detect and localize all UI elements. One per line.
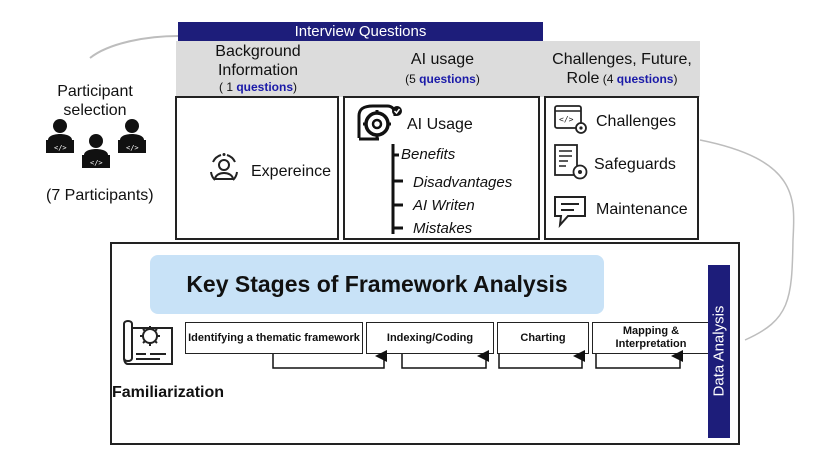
stage-mapping-interpretation: Mapping & Interpretation — [592, 322, 710, 354]
stage-charting: Charting — [497, 322, 589, 354]
participant-person-icon: </> — [82, 134, 110, 168]
challenges-box: </> Challenges Safeguards Maintenance — [544, 96, 699, 240]
ai-mistakes: Mistakes — [413, 220, 473, 237]
ai-usage-box: AI Usage Benefits Disadvantages AI Write… — [343, 96, 540, 240]
ai-benefits: Benefits — [401, 146, 456, 163]
ai-written: AI Writen — [413, 197, 475, 214]
background-column-header: Background Information ( 1 questions) — [178, 42, 338, 94]
interview-questions-header: Interview Questions — [178, 22, 543, 41]
ai-usage-heading: AI Usage — [407, 116, 473, 133]
experience-icon — [210, 153, 238, 181]
stage-arrow — [498, 350, 585, 369]
ai-disadvantages: Disadvantages — [413, 174, 513, 191]
participant-count: (7 Participants) — [46, 187, 154, 204]
familiarization-label: Familiarization — [112, 384, 225, 401]
participant-label-line1: Participant — [57, 83, 133, 100]
svg-text:</>: </> — [90, 159, 103, 167]
maintenance-label: Maintenance — [596, 201, 688, 218]
svg-text:</>: </> — [54, 144, 67, 152]
ai-usage-tree-lines — [391, 144, 403, 234]
stage-arrow — [595, 350, 683, 369]
safeguards-label: Safeguards — [594, 156, 676, 173]
background-question-count: ( 1 questions) — [218, 80, 297, 94]
stage-indexing-coding: Indexing/Coding — [366, 322, 494, 354]
stage-arrow — [401, 350, 489, 369]
chat-bubble-icon — [554, 196, 586, 228]
ai-usage-column-header: AI usage (5 questions) — [345, 50, 540, 86]
participant-label-line2: selection — [63, 102, 127, 119]
participant-person-icon: </> — [46, 119, 74, 153]
stage-arrow — [272, 350, 387, 369]
background-box: Expereince — [175, 96, 339, 240]
challenges-label: Challenges — [596, 113, 677, 130]
background-title-line1: Background — [215, 43, 301, 60]
challenges-title-line2: Role (4 questions) — [566, 70, 678, 87]
participant-person-icon: </> — [118, 119, 146, 153]
challenges-title-line1: Challenges, Future, — [552, 51, 692, 68]
challenges-column-header: Challenges, Future, Role (4 questions) — [543, 50, 701, 89]
blueprint-gear-icon — [123, 320, 173, 365]
experience-label: Expereince — [251, 163, 332, 180]
data-analysis-bar: Data Analysis — [708, 265, 730, 438]
svg-text:</>: </> — [559, 115, 574, 124]
code-window-gear-icon: </> — [554, 105, 587, 134]
ai-gear-icon — [357, 104, 402, 141]
participants-icon: </> </> </> — [46, 119, 146, 168]
participant-selection-label: Participant selection — [40, 82, 150, 120]
question-categories-band — [176, 41, 700, 97]
ai-usage-title: AI usage — [410, 51, 475, 68]
ai-usage-question-count: (5 questions) — [405, 72, 480, 86]
background-title-line2: Information — [217, 62, 299, 79]
data-analysis-label: Data Analysis — [710, 305, 728, 397]
document-gear-icon — [554, 144, 588, 180]
framework-analysis-title: Key Stages of Framework Analysis — [150, 255, 604, 314]
stage-thematic-framework: Identifying a thematic framework — [185, 322, 363, 354]
svg-text:</>: </> — [126, 144, 139, 152]
